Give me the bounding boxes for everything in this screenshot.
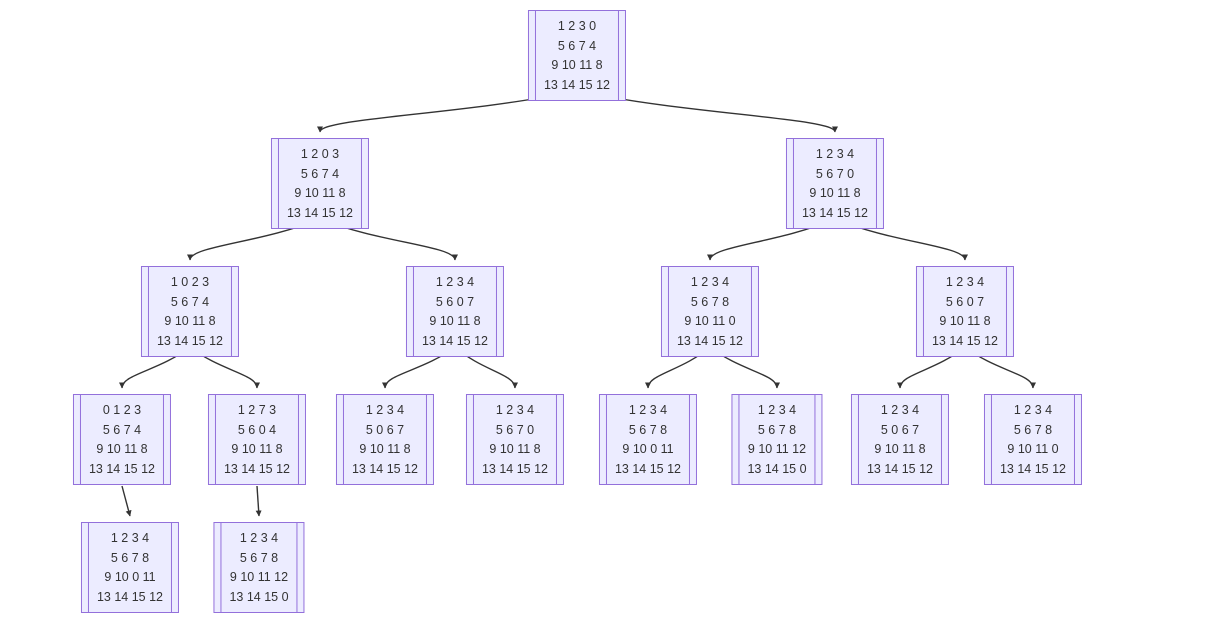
puzzle-node-B: 1 2 3 4 5 6 7 0 9 10 11 8 13 14 15 12 [785, 138, 885, 229]
puzzle-row: 5 6 7 4 [102, 422, 142, 437]
puzzle-node-B1: 1 2 3 4 5 6 7 8 9 10 11 0 13 14 15 12 [660, 266, 760, 357]
puzzle-node-A2: 1 2 3 4 5 6 0 7 9 10 11 8 13 14 15 12 [405, 266, 505, 357]
puzzle-row: 1 2 3 4 [628, 403, 668, 417]
puzzle-node-C5: 1 2 3 4 5 6 7 8 9 10 0 11 13 14 15 12 [598, 394, 698, 485]
puzzle-row: 13 14 15 12 [88, 461, 156, 476]
puzzle-row: 5 6 7 0 [815, 166, 855, 181]
puzzle-row: 13 14 15 12 [676, 333, 744, 348]
puzzle-row: 1 2 3 4 [435, 275, 475, 289]
puzzle-node-B2: 1 2 3 4 5 6 0 7 9 10 11 8 13 14 15 12 [915, 266, 1015, 357]
puzzle-row: 9 10 11 8 [874, 442, 926, 456]
puzzle-row: 13 14 15 12 [801, 205, 869, 220]
puzzle-row: 13 14 15 0 [747, 461, 807, 476]
puzzle-row: 1 2 3 4 [365, 403, 405, 417]
puzzle-row: 1 2 3 4 [110, 531, 150, 545]
puzzle-row: 13 14 15 12 [543, 77, 611, 92]
puzzle-row: 5 6 0 7 [435, 294, 475, 309]
puzzle-row: 1 2 3 4 [1013, 403, 1053, 417]
puzzle-node-root: 1 2 3 0 5 6 7 4 9 10 11 8 13 14 15 12 [527, 10, 627, 101]
puzzle-row: 9 10 11 8 [809, 186, 861, 200]
puzzle-row: 13 14 15 0 [229, 589, 289, 604]
puzzle-row: 9 10 0 11 [104, 570, 156, 584]
puzzle-row: 1 2 3 4 [880, 403, 920, 417]
puzzle-row: 9 10 11 0 [1007, 442, 1059, 456]
puzzle-row: 9 10 11 8 [96, 442, 148, 456]
puzzle-row: 13 14 15 12 [223, 461, 291, 476]
puzzle-node-C4: 1 2 3 4 5 6 7 0 9 10 11 8 13 14 15 12 [465, 394, 565, 485]
puzzle-row: 5 6 7 4 [170, 294, 210, 309]
puzzle-row: 1 2 3 4 [690, 275, 730, 289]
puzzle-node-C7: 1 2 3 4 5 0 6 7 9 10 11 8 13 14 15 12 [850, 394, 950, 485]
puzzle-row: 5 6 7 4 [557, 38, 597, 53]
puzzle-row: 5 6 7 8 [239, 550, 279, 565]
puzzle-row: 1 2 7 3 [237, 403, 277, 417]
puzzle-row: 1 2 3 0 [557, 19, 597, 33]
puzzle-node-C1: 0 1 2 3 5 6 7 4 9 10 11 8 13 14 15 12 [72, 394, 172, 485]
puzzle-row: 9 10 0 11 [622, 442, 674, 456]
puzzle-row: 5 0 6 7 [365, 422, 405, 437]
puzzle-row: 5 6 7 0 [495, 422, 535, 437]
puzzle-row: 9 10 11 0 [684, 314, 736, 328]
puzzle-row: 5 6 7 8 [690, 294, 730, 309]
puzzle-row: 13 14 15 12 [999, 461, 1067, 476]
puzzle-row: 1 2 3 4 [945, 275, 985, 289]
puzzle-node-A1: 1 0 2 3 5 6 7 4 9 10 11 8 13 14 15 12 [140, 266, 240, 357]
puzzle-row: 13 14 15 12 [481, 461, 549, 476]
puzzle-row: 9 10 11 8 [231, 442, 283, 456]
puzzle-node-C6: 1 2 3 4 5 6 7 8 9 10 11 12 13 14 15 0 [731, 394, 823, 485]
puzzle-node-D1: 1 2 3 4 5 6 7 8 9 10 0 11 13 14 15 12 [80, 522, 180, 613]
puzzle-row: 13 14 15 12 [421, 333, 489, 348]
puzzle-node-A: 1 2 0 3 5 6 7 4 9 10 11 8 13 14 15 12 [270, 138, 370, 229]
puzzle-row: 1 2 3 4 [239, 531, 279, 545]
puzzle-row: 9 10 11 12 [747, 442, 807, 456]
puzzle-row: 1 2 0 3 [300, 147, 340, 161]
puzzle-row: 9 10 11 8 [429, 314, 481, 328]
puzzle-row: 5 6 0 4 [237, 422, 277, 437]
puzzle-node-C2: 1 2 7 3 5 6 0 4 9 10 11 8 13 14 15 12 [207, 394, 307, 485]
puzzle-row: 9 10 11 8 [359, 442, 411, 456]
puzzle-row: 1 2 3 4 [495, 403, 535, 417]
puzzle-row: 5 0 6 7 [880, 422, 920, 437]
puzzle-row: 9 10 11 8 [939, 314, 991, 328]
puzzle-row: 13 14 15 12 [866, 461, 934, 476]
puzzle-row: 13 14 15 12 [156, 333, 224, 348]
puzzle-row: 5 6 7 8 [757, 422, 797, 437]
tree-edge-C2-D2 [255, 485, 262, 517]
puzzle-row: 5 6 7 8 [1013, 422, 1053, 437]
puzzle-row: 9 10 11 12 [229, 570, 289, 584]
puzzle-node-C8: 1 2 3 4 5 6 7 8 9 10 11 0 13 14 15 12 [983, 394, 1083, 485]
tree-edge-C1-D1 [121, 485, 132, 517]
puzzle-row: 13 14 15 12 [614, 461, 682, 476]
puzzle-row: 9 10 11 8 [164, 314, 216, 328]
puzzle-row: 5 6 0 7 [945, 294, 985, 309]
puzzle-row: 13 14 15 12 [351, 461, 419, 476]
puzzle-row: 1 2 3 4 [757, 403, 797, 417]
puzzle-row: 5 6 7 8 [110, 550, 150, 565]
puzzle-node-C3: 1 2 3 4 5 0 6 7 9 10 11 8 13 14 15 12 [335, 394, 435, 485]
puzzle-row: 1 2 3 4 [815, 147, 855, 161]
puzzle-row: 9 10 11 8 [551, 58, 603, 72]
puzzle-row: 13 14 15 12 [931, 333, 999, 348]
puzzle-row: 5 6 7 4 [300, 166, 340, 181]
puzzle-row: 0 1 2 3 [102, 403, 142, 417]
puzzle-row: 13 14 15 12 [286, 205, 354, 220]
puzzle-row: 1 0 2 3 [170, 275, 210, 289]
puzzle-row: 13 14 15 12 [96, 589, 164, 604]
puzzle-row: 5 6 7 8 [628, 422, 668, 437]
puzzle-row: 9 10 11 8 [489, 442, 541, 456]
puzzle-node-D2: 1 2 3 4 5 6 7 8 9 10 11 12 13 14 15 0 [213, 522, 305, 613]
puzzle-row: 9 10 11 8 [294, 186, 346, 200]
